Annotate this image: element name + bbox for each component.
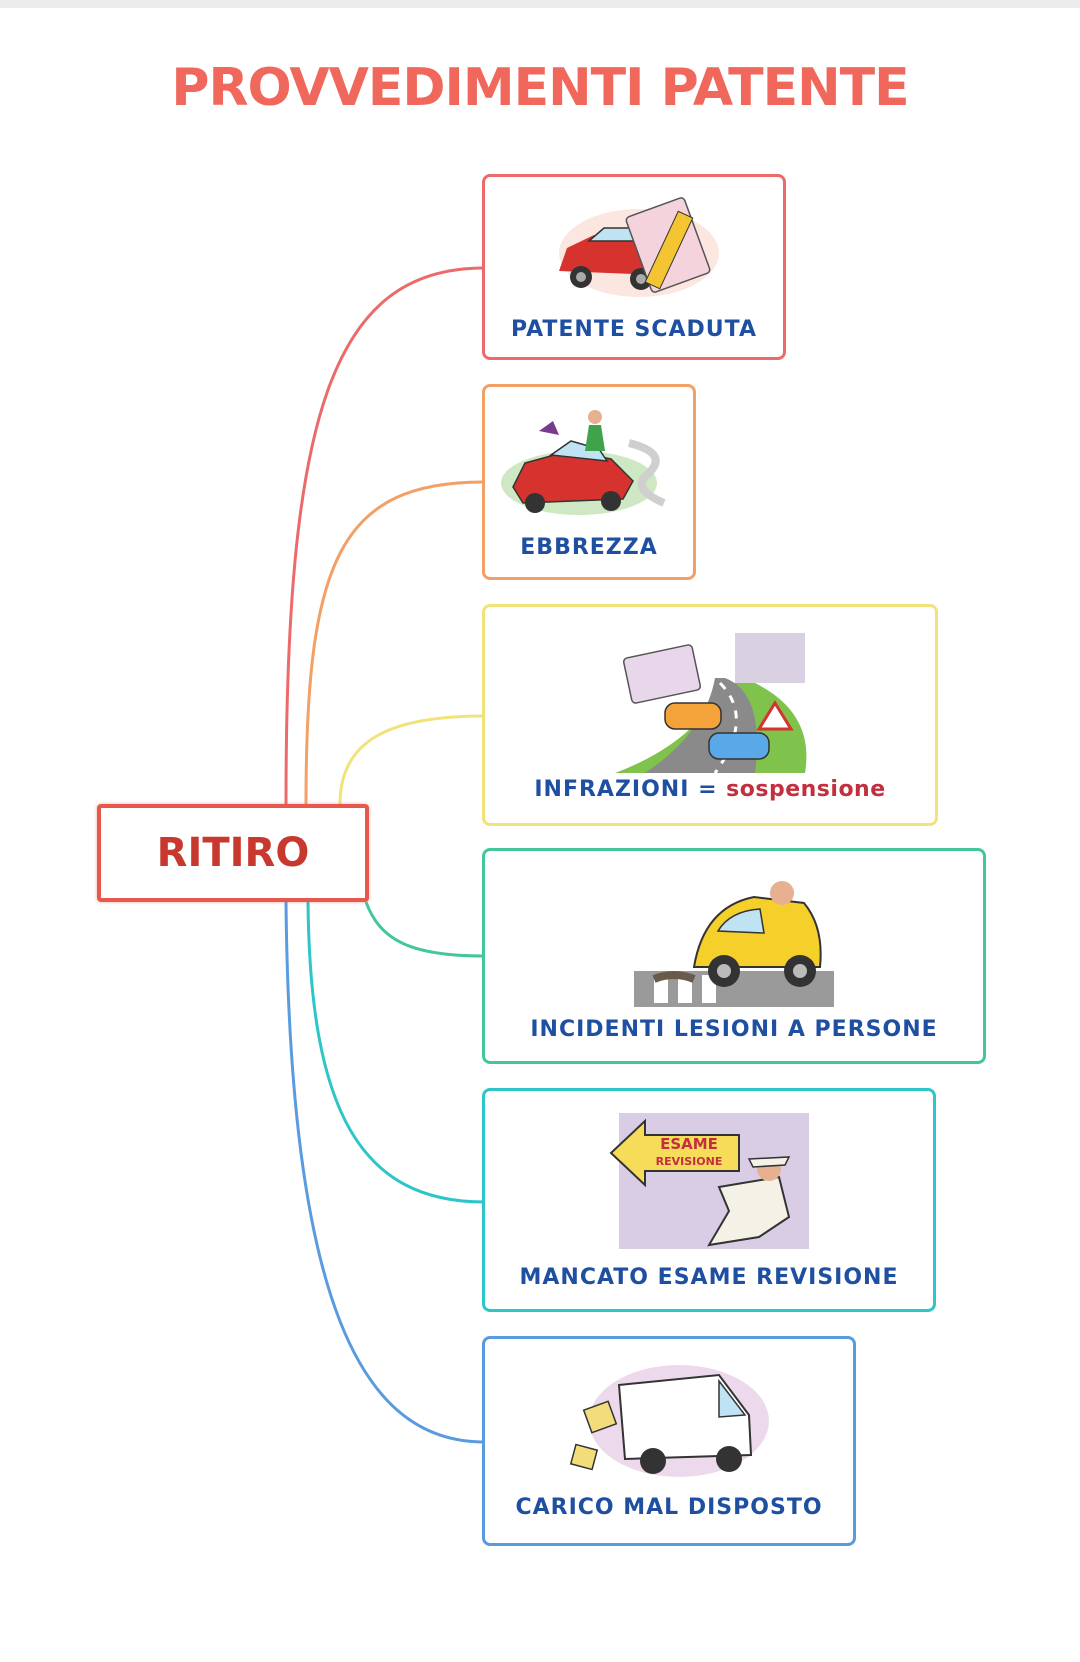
node-infrazioni: INFRAZIONI = sospensione — [482, 604, 938, 826]
car-accident-pedestrian-illustration — [634, 881, 834, 1007]
traffic-infraction-road-illustration — [615, 633, 807, 773]
node-label-separator: = — [698, 777, 718, 802]
connector-carico — [284, 901, 485, 1444]
sign-text-1: ESAME — [660, 1135, 718, 1153]
node-label: INCIDENTI LESIONI A PERSONE — [530, 1017, 938, 1042]
root-node-ritiro: RITIRO — [97, 804, 369, 902]
node-mancato-esame: ESAME REVISIONE MANCATO ESAME REVISIONE — [482, 1088, 936, 1312]
node-label-group: INFRAZIONI = sospensione — [485, 777, 935, 802]
sign-text-2: REVISIONE — [656, 1155, 723, 1168]
node-label: MANCATO ESAME REVISIONE — [519, 1265, 899, 1290]
missed-exam-detective-illustration: ESAME REVISIONE — [609, 1113, 809, 1249]
connector-incidenti — [364, 901, 485, 958]
connector-infrazioni — [338, 714, 485, 805]
node-ebbrezza: EBBREZZA — [482, 384, 696, 580]
node-patente-scaduta: PATENTE SCADUTA — [482, 174, 786, 360]
node-carico: CARICO MAL DISPOSTO — [482, 1336, 856, 1546]
node-label: EBBREZZA — [520, 535, 658, 560]
node-label-suffix: sospensione — [726, 777, 886, 802]
expired-license-car-illustration — [559, 197, 719, 297]
top-bar — [0, 0, 1080, 8]
drunk-driver-car-illustration — [501, 410, 666, 515]
connector-ebbrezza — [304, 480, 485, 805]
node-label: PATENTE SCADUTA — [510, 317, 758, 342]
node-incidenti: INCIDENTI LESIONI A PERSONE — [482, 848, 986, 1064]
badly-loaded-van-illustration — [569, 1365, 769, 1477]
node-label: CARICO MAL DISPOSTO — [515, 1495, 823, 1520]
connector-patente-scaduta — [284, 266, 485, 805]
node-label: INFRAZIONI — [534, 777, 690, 802]
diagram-title: PROVVEDIMENTI PATENTE — [171, 58, 909, 118]
connector-mancato-esame — [306, 901, 485, 1204]
